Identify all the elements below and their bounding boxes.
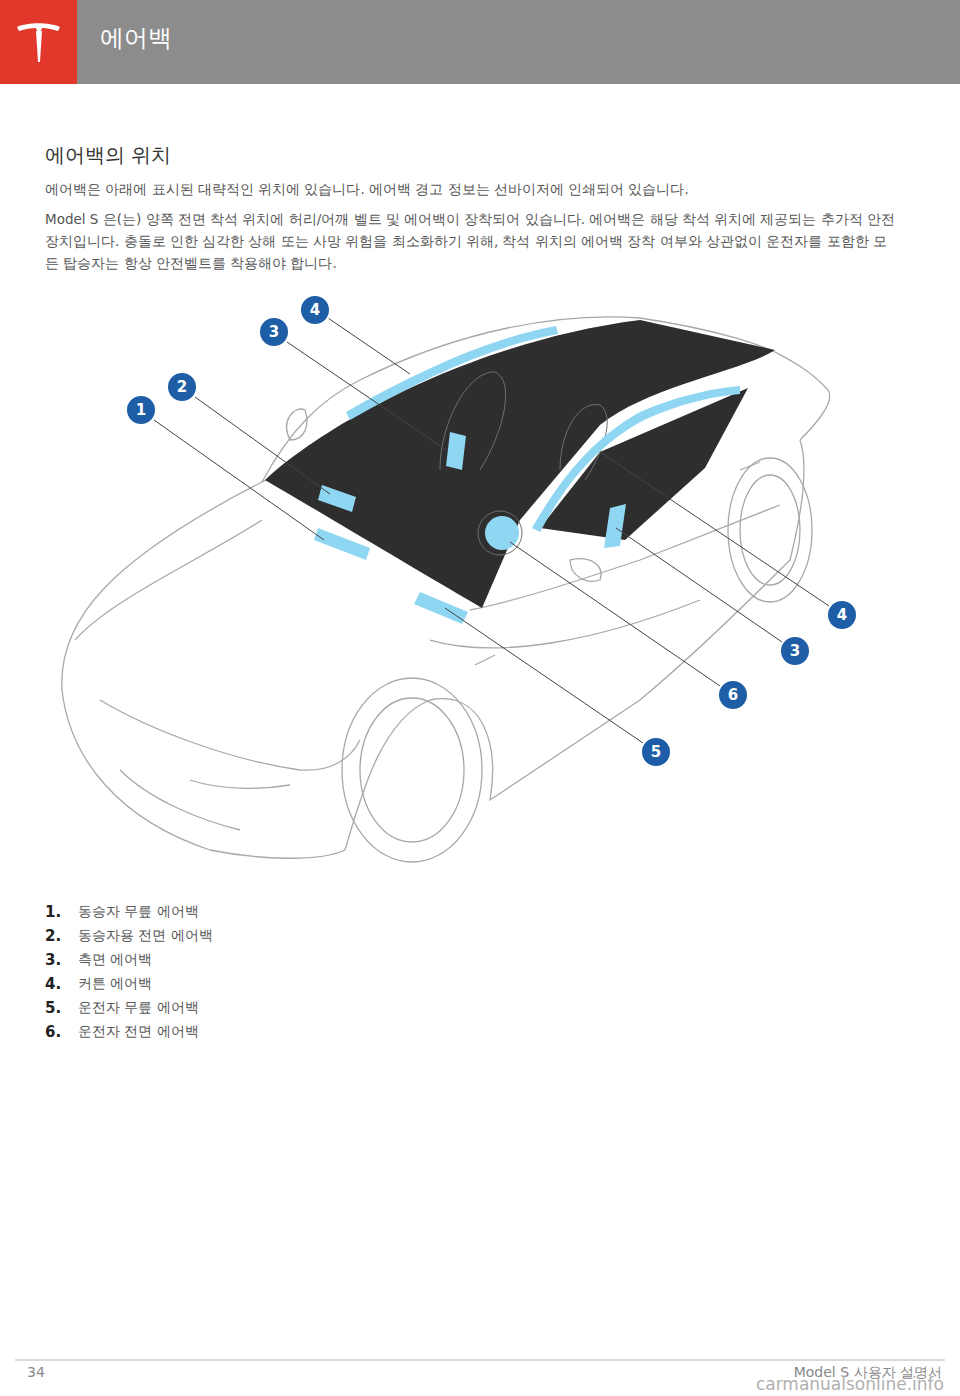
car-outline	[62, 317, 830, 862]
leader-lines	[154, 318, 829, 743]
tesla-logo	[17, 23, 60, 62]
callout-number: 2	[168, 373, 196, 401]
callout-number: 3	[260, 318, 288, 346]
footer-rule	[15, 1360, 945, 1361]
list-text: 측면 에어백	[78, 951, 152, 969]
body-paragraph: Model S 은(는) 양쪽 전면 착석 위치에 허리/어깨 벨트 및 에어백…	[45, 208, 895, 274]
body-paragraph: 에어백은 아래에 표시된 대략적인 위치에 있습니다. 에어백 경고 정보는 선…	[45, 178, 895, 200]
list-number: 4.	[45, 975, 61, 993]
callout-number: 1	[127, 396, 155, 424]
list-number: 6.	[45, 1023, 61, 1041]
watermark: carmanualsonline.info	[756, 1374, 944, 1394]
list-number: 3.	[45, 951, 61, 969]
page-number: 34	[27, 1364, 45, 1380]
list-text: 커튼 에어백	[78, 975, 152, 993]
list-number: 1.	[45, 903, 61, 921]
list-text: 운전자 무릎 에어백	[78, 999, 199, 1017]
callout-number: 4	[301, 296, 329, 324]
airbags	[314, 326, 740, 624]
list-number: 2.	[45, 927, 61, 945]
list-number: 5.	[45, 999, 61, 1017]
list-text: 동승자용 전면 에어백	[78, 927, 213, 945]
callout-number: 3	[781, 637, 809, 665]
list-text: 동승자 무릎 에어백	[78, 903, 199, 921]
callout-number: 5	[642, 738, 670, 766]
callout-circles	[126, 295, 857, 767]
glass-roof	[265, 320, 775, 608]
callout-number: 6	[719, 681, 747, 709]
callout-number: 4	[828, 601, 856, 629]
list-text: 운전자 전면 에어백	[78, 1023, 199, 1041]
logo-tile	[0, 0, 77, 84]
page-header-title: 에어백	[100, 22, 172, 54]
section-heading: 에어백의 위치	[45, 142, 171, 169]
header-bar	[77, 0, 960, 84]
